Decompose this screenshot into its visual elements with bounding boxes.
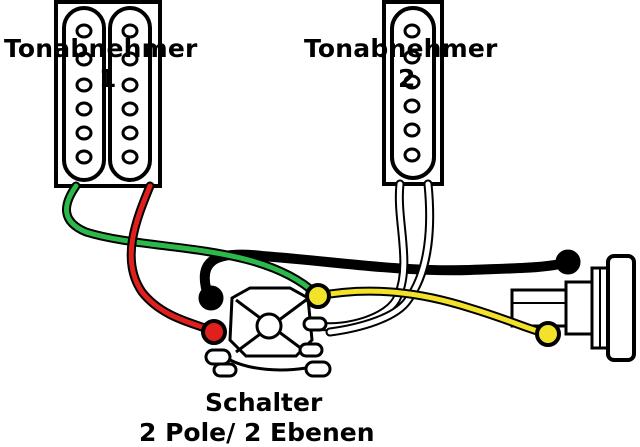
pickup-1-number: 1 (99, 64, 117, 93)
green-wire (62, 181, 321, 299)
solder-point-black-switch (198, 285, 224, 311)
pickup-1-title: Tonabnehmer (4, 34, 198, 63)
pickup-2-title: Tonabnehmer (304, 34, 498, 63)
pole-pieces-left (75, 23, 93, 165)
red-wire (126, 181, 219, 337)
switch-title: Schalter (205, 388, 323, 417)
switch-subtitle: 2 Pole/ 2 Ebenen (139, 418, 375, 447)
black-wire (199, 249, 573, 303)
pickup-1 (54, 0, 162, 188)
pickup-2 (382, 0, 444, 186)
solder-point-black-jack (555, 249, 581, 275)
solder-point-yellow-jack (535, 321, 561, 347)
yellow-wire (313, 286, 553, 339)
solder-point-red (201, 319, 227, 345)
switch (204, 286, 332, 378)
pole-pieces (403, 23, 421, 163)
pickup-2-number: 2 (398, 64, 416, 93)
solder-point-yellow-switch (305, 283, 331, 309)
pole-pieces-right (121, 23, 139, 165)
output-jack (510, 254, 636, 362)
switch-lugs (204, 316, 332, 378)
